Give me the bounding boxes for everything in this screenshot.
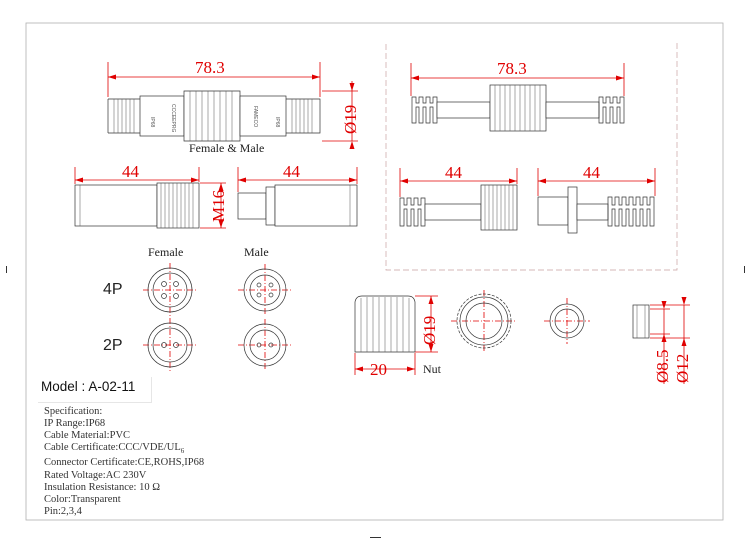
label-nut: Nut (423, 362, 442, 376)
dim-diameter-main: Ø19 (341, 105, 360, 134)
spec-heading: Specification: (44, 406, 103, 417)
female-4p-face (143, 263, 198, 317)
assembled-connector-transparent-view (411, 84, 625, 132)
crop-mark-bottom (370, 537, 381, 538)
male-part-side-view (237, 184, 358, 227)
spec-connector-certificate: Connector Certificate:CE,ROHS,IP68 (44, 457, 205, 469)
dimension-right-female-length: 44 (399, 163, 518, 197)
dimension-male-length: 44 (237, 162, 358, 192)
label-male: Male (244, 245, 269, 259)
dim-male-length: 44 (283, 162, 301, 181)
female-2p-face (143, 318, 198, 372)
detail-frame (385, 40, 678, 271)
engraving-text-3: FAMECO (252, 106, 258, 127)
label-female: Female (148, 245, 183, 259)
dimension-total-length-left: 78.3 (107, 58, 321, 97)
assembled-connector-side-view: IP68 CCCEEPRG FAMECO IP68 (107, 90, 321, 142)
engraving-text-2: CCCEEPRG (170, 104, 176, 132)
label-2p: 2P (103, 337, 123, 354)
dimension-seal: Ø8.5 Ø12 (650, 297, 692, 384)
dim-right-female-length: 44 (445, 163, 463, 182)
spec-pins: Pin:2,3,4 (44, 505, 82, 517)
female-part-transparent-view (399, 184, 518, 231)
spec-cert-subscript: 6 (180, 447, 185, 456)
dimension-diameter-main: Ø19 (322, 81, 360, 149)
dim-seal-outer: Ø12 (673, 354, 692, 383)
dimension-nut-diameter: Ø19 (415, 295, 439, 353)
engraving-text-1: IP68 (149, 117, 155, 128)
model-value: A-02-11 (88, 379, 136, 394)
model-box: Model : A-02-11 (38, 377, 152, 403)
seal-side-view (632, 304, 650, 339)
spec-color: Color:Transparent (44, 493, 121, 505)
male-part-transparent-view (537, 186, 655, 234)
female-part-side-view (74, 182, 200, 229)
dimension-nut-length: 20 (354, 353, 416, 379)
crop-mark-right (744, 266, 745, 273)
dim-seal-inner: Ø8.5 (653, 349, 672, 383)
spec-rated-voltage: Rated Voltage:AC 230V (44, 469, 147, 481)
specification-block: Specification: IP Range:IP68 Cable Mater… (44, 406, 204, 518)
label-female-male: Female & Male (189, 141, 264, 155)
dim-thread: M16 (209, 190, 228, 222)
male-4p-face (238, 264, 292, 316)
drawing-frame (25, 22, 724, 521)
dimension-total-length-right: 78.3 (410, 59, 625, 96)
crop-mark-left (6, 266, 7, 273)
male-2p-face (238, 319, 292, 371)
dim-total-length-right: 78.3 (497, 59, 527, 78)
dim-right-male-length: 44 (583, 163, 601, 182)
label-4p: 4P (103, 281, 123, 298)
engraving-text-4: IP68 (274, 117, 280, 128)
spec-ip-range: IP Range:IP68 (44, 418, 106, 430)
dimension-right-male-length: 44 (537, 163, 656, 196)
spec-cable-certificate: Cable Certificate:CCC/VDE/UL6 (44, 442, 185, 456)
nut-side-view (354, 295, 416, 353)
seal-ring-front-view (544, 298, 590, 344)
model-label: Model (41, 379, 78, 394)
dim-total-length-left: 78.3 (195, 58, 225, 77)
dim-female-length: 44 (122, 162, 140, 181)
spec-cable-material: Cable Material:PVC (44, 430, 131, 442)
spec-insulation-resistance: Insulation Resistance: 10 Ω (44, 481, 160, 493)
nut-front-view (451, 290, 516, 352)
dim-nut-length: 20 (370, 360, 387, 379)
dim-nut-diameter: Ø19 (420, 316, 439, 345)
model-separator: : (81, 379, 86, 394)
dimension-thread: M16 (200, 182, 228, 229)
dimension-female-length: 44 (74, 162, 200, 184)
